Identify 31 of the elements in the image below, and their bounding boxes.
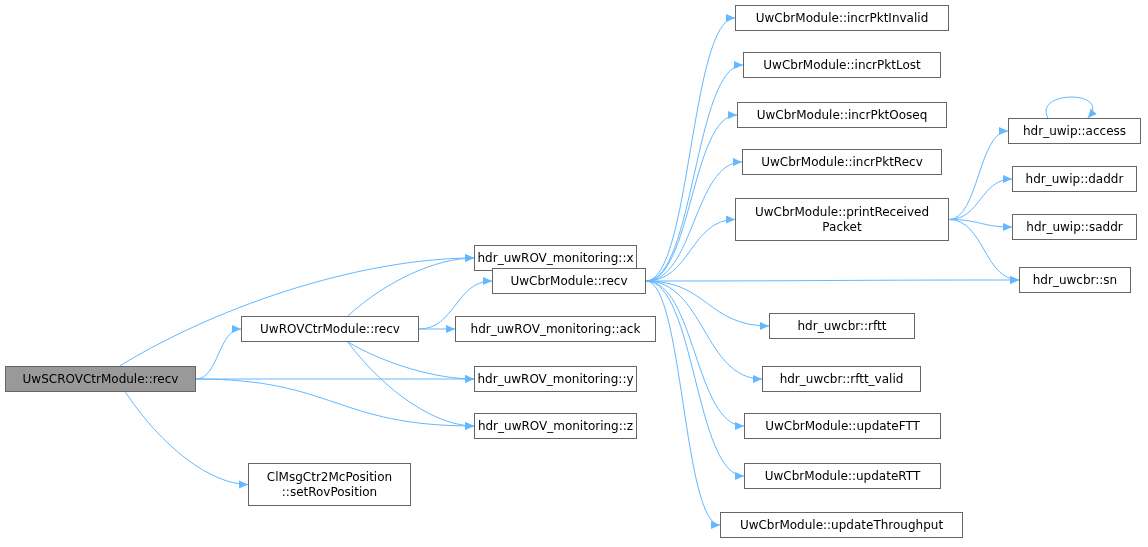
function-box: hdr_uwROV_monitoring::ack (455, 316, 656, 342)
function-box: UwCbrModule::incrPktInvalid (735, 5, 949, 31)
call-arrow (948, 219, 1020, 283)
call-arrow (418, 278, 493, 330)
function-box: UwCbrModule::recv (492, 268, 646, 294)
function-box: UwCbrModule::incrPktOoseq (737, 102, 947, 128)
function-box: UwCbrModule::printReceived Packet (735, 198, 949, 241)
function-box: ClMsgCtr2McPosition ::setRovPosition (248, 463, 411, 506)
call-arrow (1045, 96, 1097, 119)
call-arrow (347, 254, 475, 317)
function-box: UwSCROVCtrModule::recv (5, 366, 196, 392)
function-box: hdr_uwip::daddr (1012, 166, 1137, 192)
function-box: UwCbrModule::incrPktRecv (742, 149, 942, 175)
call-arrow (347, 341, 475, 430)
call-arrow (195, 326, 242, 380)
function-box: hdr_uwROV_monitoring::y (474, 366, 637, 392)
function-box: UwCbrModule::updateThroughput (720, 512, 963, 538)
function-box: hdr_uwROV_monitoring::x (474, 245, 637, 271)
function-box: hdr_uwip::saddr (1012, 214, 1137, 240)
function-box: UwCbrModule::updateRTT (744, 463, 941, 489)
call-arrow (418, 325, 456, 333)
call-arrow (124, 391, 249, 488)
function-box: hdr_uwcbr::rftt_valid (762, 366, 921, 392)
function-box: UwCbrModule::updateFTT (744, 413, 941, 439)
function-box: hdr_uwcbr::rftt (769, 313, 915, 339)
function-box: hdr_uwROV_monitoring::z (474, 413, 637, 439)
function-box: UwROVCtrModule::recv (241, 316, 419, 342)
call-arrow (347, 341, 475, 383)
function-box: hdr_uwcbr::sn (1019, 267, 1131, 293)
function-box: hdr_uwip::access (1008, 118, 1141, 144)
function-box: UwCbrModule::incrPktLost (743, 52, 941, 78)
